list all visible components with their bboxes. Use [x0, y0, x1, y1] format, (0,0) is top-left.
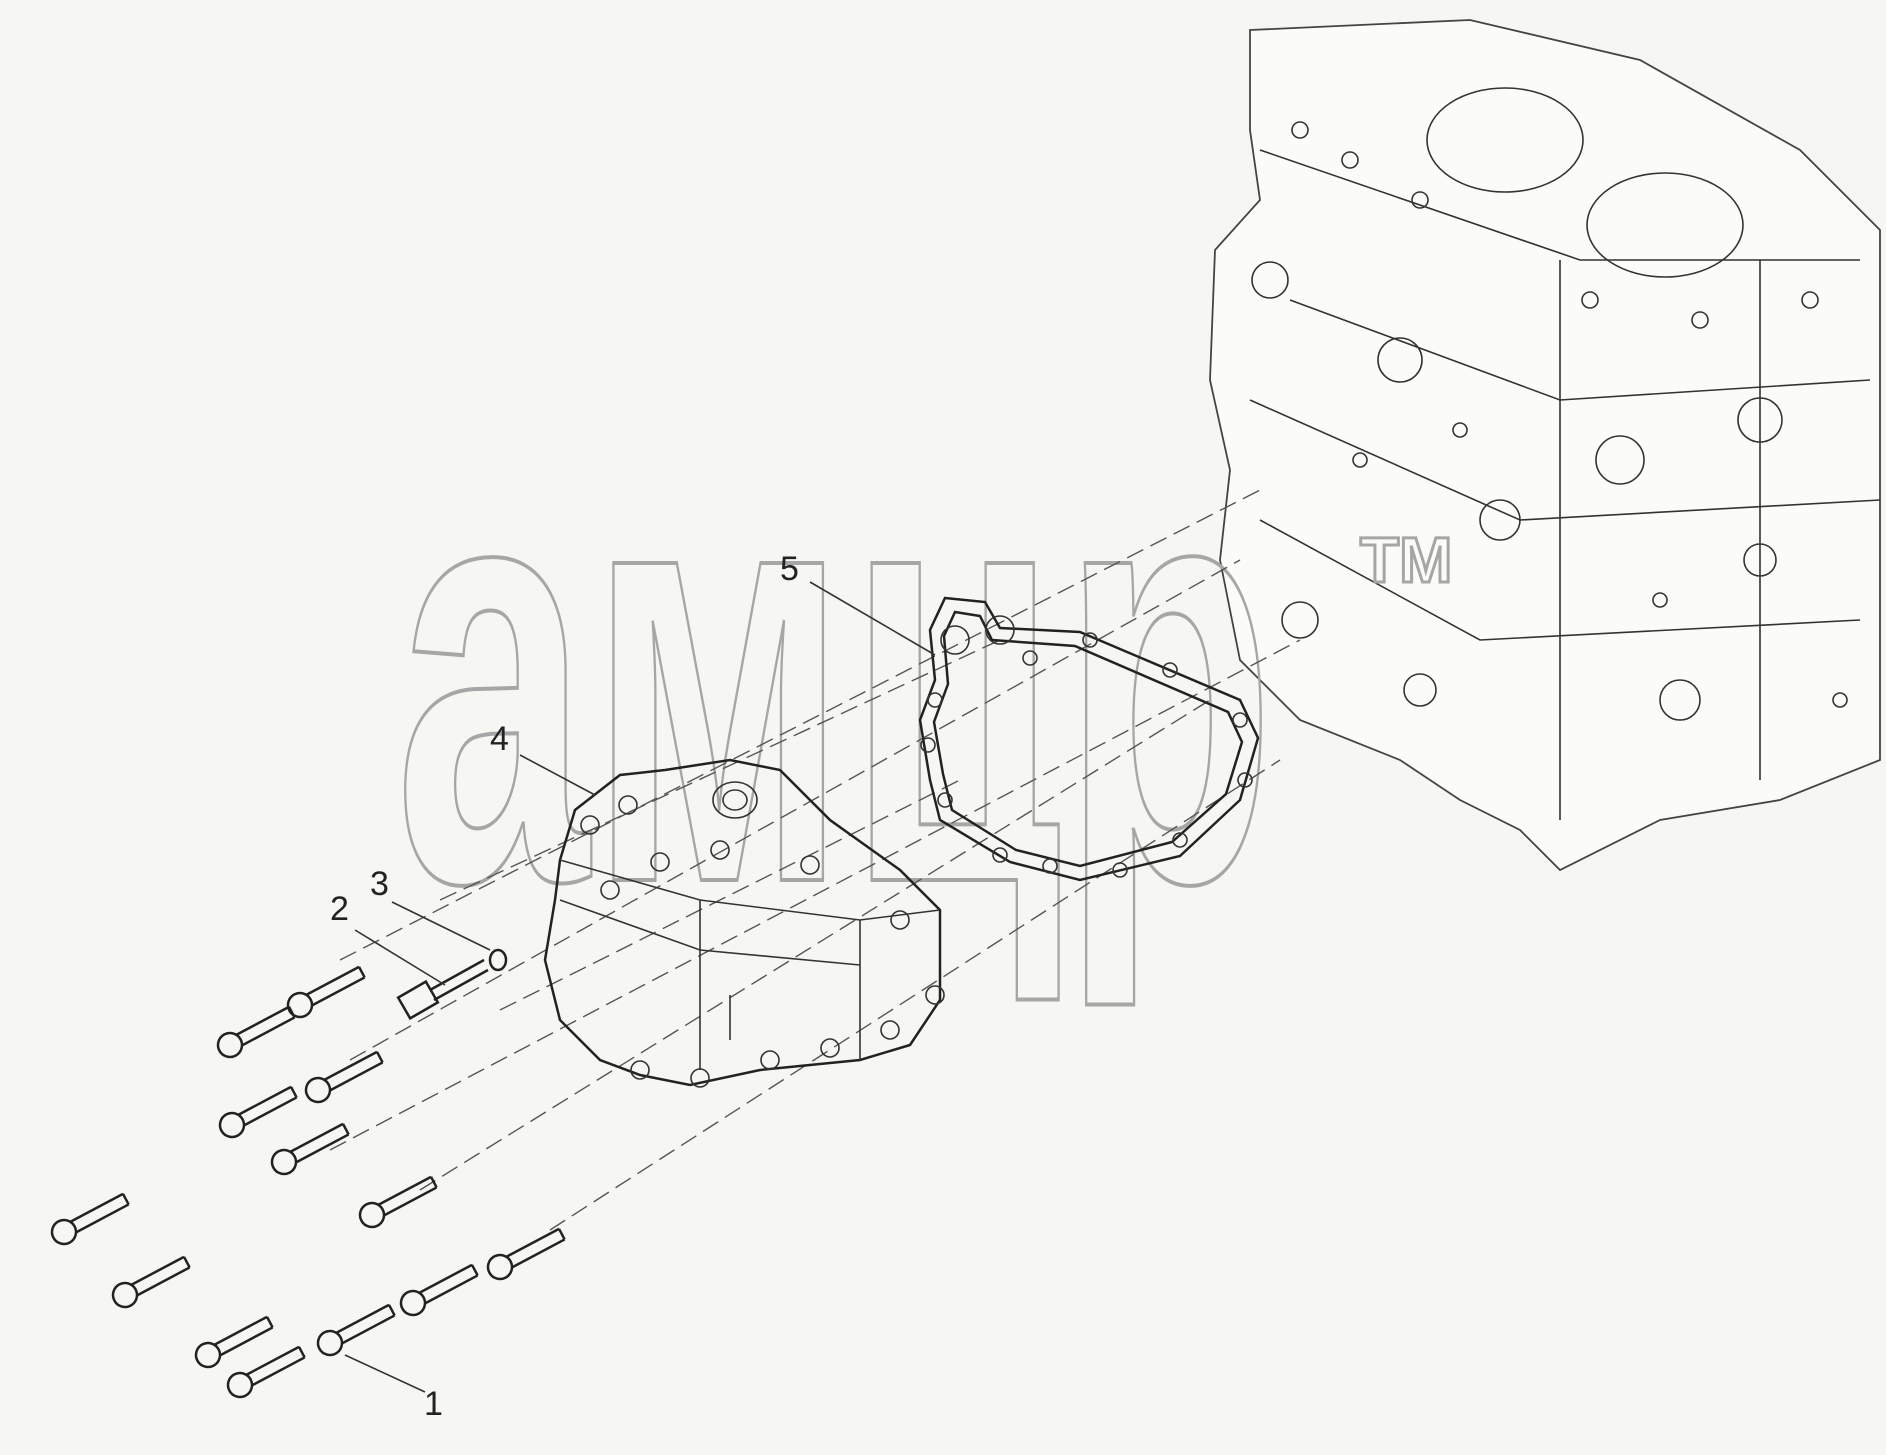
bolt — [111, 1255, 191, 1309]
leader-lines — [344, 581, 936, 1393]
bolt — [399, 1263, 479, 1317]
watermark-text: амцр — [395, 338, 1275, 1011]
seal-ring — [488, 948, 508, 972]
callouts: 1 2 3 4 5 — [330, 550, 799, 1423]
callout-3: 3 — [370, 865, 389, 903]
stud — [396, 958, 489, 1021]
watermark-trademark: TM — [1360, 524, 1452, 596]
bolt — [358, 1175, 438, 1229]
leader-2 — [354, 929, 446, 986]
bolt — [216, 1005, 296, 1059]
leader-5 — [809, 581, 936, 656]
engine-block — [1209, 19, 1881, 872]
bolt — [218, 1085, 298, 1139]
callout-5: 5 — [780, 550, 799, 588]
bolt — [226, 1345, 306, 1399]
bolt — [270, 1122, 350, 1176]
callout-2: 2 — [330, 890, 349, 928]
bolt — [316, 1303, 396, 1357]
assembly-lines — [329, 489, 1301, 1231]
leader-4 — [519, 754, 596, 796]
callout-1: 1 — [424, 1385, 443, 1423]
oil-cooler-cover — [543, 758, 945, 1088]
bolt — [50, 1192, 130, 1246]
bolts — [50, 965, 566, 1399]
bolt — [194, 1315, 274, 1369]
bolt — [286, 965, 366, 1019]
bolt — [304, 1050, 384, 1104]
bolt — [486, 1227, 566, 1281]
callout-4: 4 — [490, 720, 509, 758]
gasket — [918, 596, 1260, 882]
watermark: амцр TM — [393, 336, 1454, 1013]
leader-1 — [344, 1354, 426, 1393]
leader-3 — [391, 901, 491, 951]
